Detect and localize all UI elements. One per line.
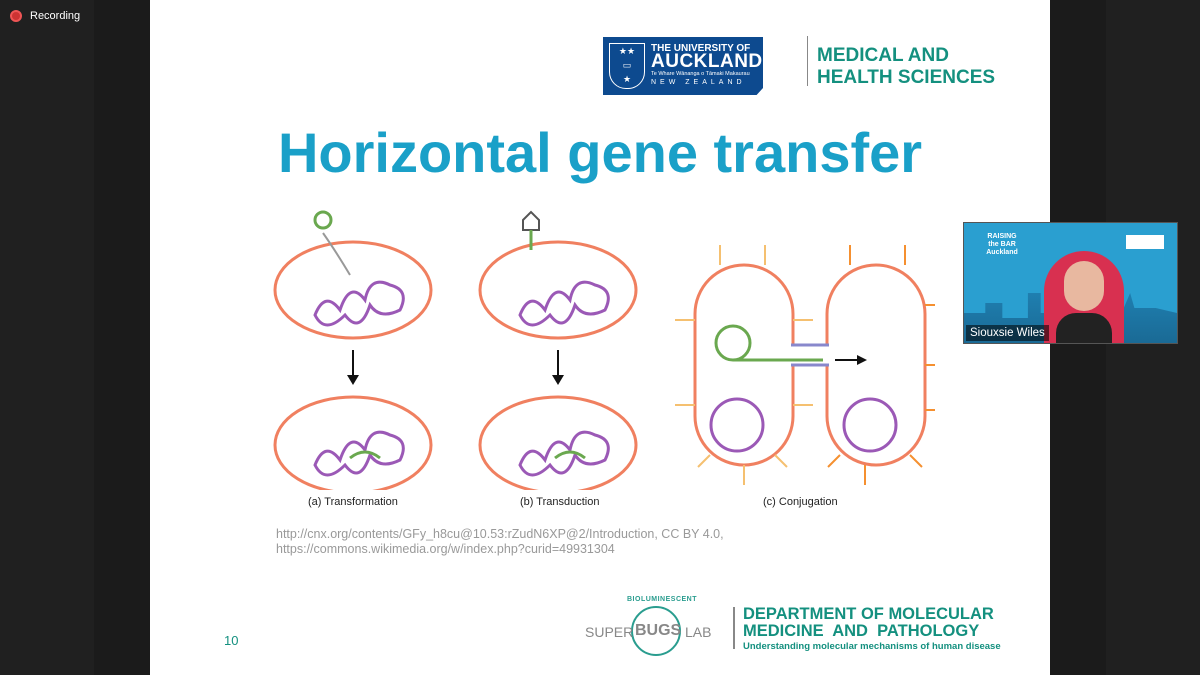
divider — [807, 36, 808, 86]
cell-b-bottom — [478, 395, 638, 490]
logo-super: SUPER — [585, 624, 634, 640]
record-icon — [10, 10, 22, 22]
recording-label: Recording — [30, 10, 81, 22]
dept-line1: DEPARTMENT OF MOLECULAR — [743, 605, 994, 623]
logo-line1: THE UNIVERSITY OF — [651, 43, 751, 54]
recipient-cell — [825, 263, 927, 467]
divider — [733, 607, 735, 649]
cell-b-top — [478, 240, 638, 340]
caption-transduction: (b) Transduction — [520, 496, 600, 508]
university-logo: ★★▭★ THE UNIVERSITY OF AUCKLAND Te Whare… — [603, 37, 763, 95]
recording-indicator: Recording — [10, 10, 80, 22]
cell-a-bottom — [273, 395, 433, 490]
logo-line2: AUCKLAND — [651, 51, 763, 72]
faculty-name: MEDICAL AND HEALTH SCIENCES — [817, 45, 995, 89]
participant-face — [1064, 261, 1104, 311]
participant-video[interactable]: RAISING the BAR Auckland Siouxsie Wiles — [963, 222, 1178, 344]
department-name: DEPARTMENT OF MOLECULAR MEDICINE AND PAT… — [743, 606, 1001, 653]
faculty-line2: HEALTH SCIENCES — [817, 67, 996, 88]
phage-icon — [522, 210, 540, 231]
participant-name: Siouxsie Wiles — [966, 325, 1049, 341]
page-number: 10 — [224, 633, 239, 648]
logo-line3: Te Whare Wānanga o Tāmaki Makaurau — [651, 71, 750, 77]
dept-line2: MEDICINE AND PATHOLOGY — [743, 622, 980, 640]
superbugs-lab-logo: BIOLUMINESCENT SUPER BUGS LAB — [585, 596, 735, 663]
donor-cell — [693, 263, 795, 467]
gene-transfer-diagram — [273, 210, 935, 490]
caption-conjugation: (c) Conjugation — [763, 496, 838, 508]
logo-line4: NEW ZEALAND — [651, 79, 746, 86]
cell-a-top — [273, 240, 433, 340]
dept-subtitle: Understanding molecular mechanisms of hu… — [743, 641, 1001, 652]
logo-bugs: BUGS — [635, 622, 682, 639]
faculty-line1: MEDICAL AND — [817, 45, 949, 66]
image-credit: http://cnx.org/contents/GFy_h8cu@10.53:r… — [276, 527, 724, 556]
left-margin — [0, 0, 94, 675]
crest-icon: ★★▭★ — [609, 43, 645, 89]
logo-lab: LAB — [685, 624, 712, 640]
mini-university-logo — [1126, 235, 1164, 249]
chromosome-a — [313, 280, 405, 327]
caption-transformation: (a) Transformation — [308, 496, 398, 508]
presentation-slide: ★★▭★ THE UNIVERSITY OF AUCKLAND Te Whare… — [150, 0, 1050, 675]
slide-title: Horizontal gene transfer — [277, 121, 923, 184]
participant-body — [1056, 313, 1112, 343]
free-dna — [313, 210, 333, 230]
logo-ring — [631, 606, 681, 656]
event-logo: RAISING the BAR Auckland — [986, 233, 1018, 256]
logo-bio: BIOLUMINESCENT — [627, 596, 697, 603]
